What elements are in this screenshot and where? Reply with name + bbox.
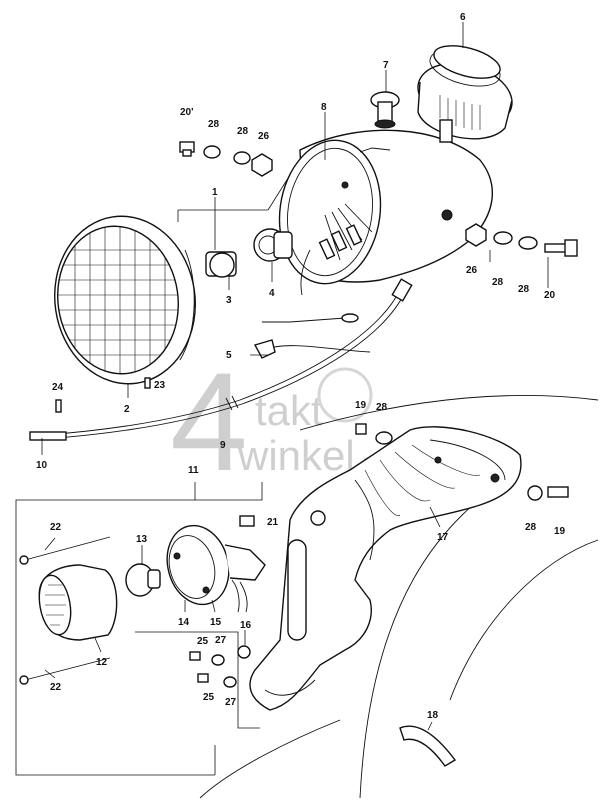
switch-knob xyxy=(370,70,400,129)
callout-20a: 20' xyxy=(180,107,194,118)
watermark-line1: takt xyxy=(255,387,323,434)
speedometer-cable xyxy=(29,278,413,441)
callout-6: 6 xyxy=(460,12,466,23)
watermark-wheel xyxy=(317,367,373,423)
callout-28f: 28 xyxy=(525,522,537,533)
callout-22b: 22 xyxy=(50,682,62,693)
assembly-brackets xyxy=(15,482,263,776)
callout-22a: 22 xyxy=(50,522,62,533)
taillight-screws xyxy=(19,536,111,685)
callout-15: 15 xyxy=(210,617,222,628)
callout-25b: 25 xyxy=(203,692,215,703)
hardware-right xyxy=(465,223,578,257)
fender-clip xyxy=(399,725,457,767)
callout-16: 16 xyxy=(240,620,252,631)
wire-harness-lead xyxy=(253,313,371,359)
callout-26b: 26 xyxy=(466,265,478,276)
hardware-bracket xyxy=(239,423,569,527)
callout-20b: 20 xyxy=(544,290,556,301)
headlight-lens xyxy=(54,215,196,385)
callout-28a: 28 xyxy=(208,119,220,130)
callout-25a: 25 xyxy=(197,636,209,647)
small-fasteners xyxy=(189,645,251,688)
bulb-socket xyxy=(253,228,293,262)
taillight-lens xyxy=(38,564,118,641)
callout-7: 7 xyxy=(383,60,389,71)
callout-28e: 28 xyxy=(376,402,388,413)
taillight-bulb xyxy=(125,563,161,597)
callout-4: 4 xyxy=(269,288,275,299)
callout-3: 3 xyxy=(226,295,232,306)
callout-17: 17 xyxy=(437,532,449,543)
callout-11: 11 xyxy=(188,465,199,476)
watermark: 4 takt winkel .nl xyxy=(170,343,373,500)
callout-28c: 28 xyxy=(492,277,504,288)
watermark-digit: 4 xyxy=(170,343,248,500)
callout-12: 12 xyxy=(96,657,108,668)
callout-14: 14 xyxy=(178,617,190,628)
callout-19b: 19 xyxy=(554,526,566,537)
watermark-line2: winkel xyxy=(237,432,355,479)
license-bracket xyxy=(249,426,522,711)
screws-misc xyxy=(55,377,151,413)
taillight-base xyxy=(166,524,266,613)
headlight-bulb xyxy=(205,251,237,278)
leader-lines xyxy=(41,22,549,731)
callout-28b: 28 xyxy=(237,126,249,137)
callout-21: 21 xyxy=(267,517,279,528)
callout-5: 5 xyxy=(226,350,232,361)
callout-23: 23 xyxy=(154,380,166,391)
callout-18: 18 xyxy=(427,710,439,721)
callout-1: 1 xyxy=(212,187,218,198)
speedometer xyxy=(417,45,513,143)
callout-27a: 27 xyxy=(215,635,227,646)
callout-9: 9 xyxy=(220,440,226,451)
callout-labels: 1 2 3 4 5 6 7 8 9 10 11 12 13 14 15 16 1… xyxy=(36,12,566,721)
callout-24: 24 xyxy=(52,382,64,393)
headlight-case xyxy=(278,129,494,296)
callout-26a: 26 xyxy=(258,131,270,142)
callout-28d: 28 xyxy=(518,284,530,295)
hardware-top-left xyxy=(179,141,273,177)
callout-8: 8 xyxy=(321,102,327,113)
callout-10: 10 xyxy=(36,460,48,471)
callout-27b: 27 xyxy=(225,697,237,708)
callout-2: 2 xyxy=(124,404,130,415)
callout-19a: 19 xyxy=(355,400,367,411)
callout-13: 13 xyxy=(136,534,148,545)
